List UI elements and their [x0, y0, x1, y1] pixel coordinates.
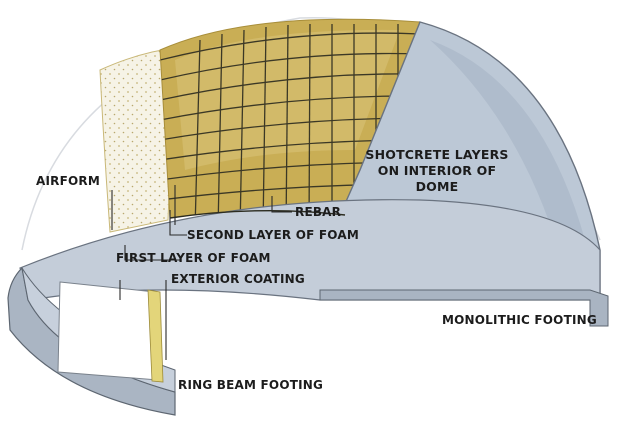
exterior-coating-label: EXTERIOR COATING [171, 272, 305, 286]
airform-label: AIRFORM [36, 174, 100, 188]
ring-beam-footing-label: RING BEAM FOOTING [178, 378, 324, 392]
dome-floor [19, 199, 601, 301]
monolithic-footing-label: MONOLITHIC FOOTING [442, 313, 597, 327]
first-layer-foam-label: FIRST LAYER OF FOAM [116, 251, 271, 265]
second-layer-foam-label: SECOND LAYER OF FOAM [187, 228, 359, 242]
rebar-label: REBAR [295, 205, 342, 219]
shotcrete-label: SHOTCRETE LAYERS ON INTERIOR OF DOME [362, 147, 512, 195]
rebar-edge [169, 209, 346, 219]
shotcrete-shade [430, 40, 585, 255]
exterior-coating-strip [147, 289, 164, 383]
airform-panel [99, 47, 176, 233]
monolithic-footing-block [319, 289, 609, 327]
shotcrete-label-line1: SHOTCRETE LAYERS [365, 147, 509, 162]
wall-cutaway-block [57, 281, 159, 381]
shotcrete-label-line2: ON INTERIOR OF DOME [377, 163, 497, 194]
leader-lines [111, 185, 292, 360]
